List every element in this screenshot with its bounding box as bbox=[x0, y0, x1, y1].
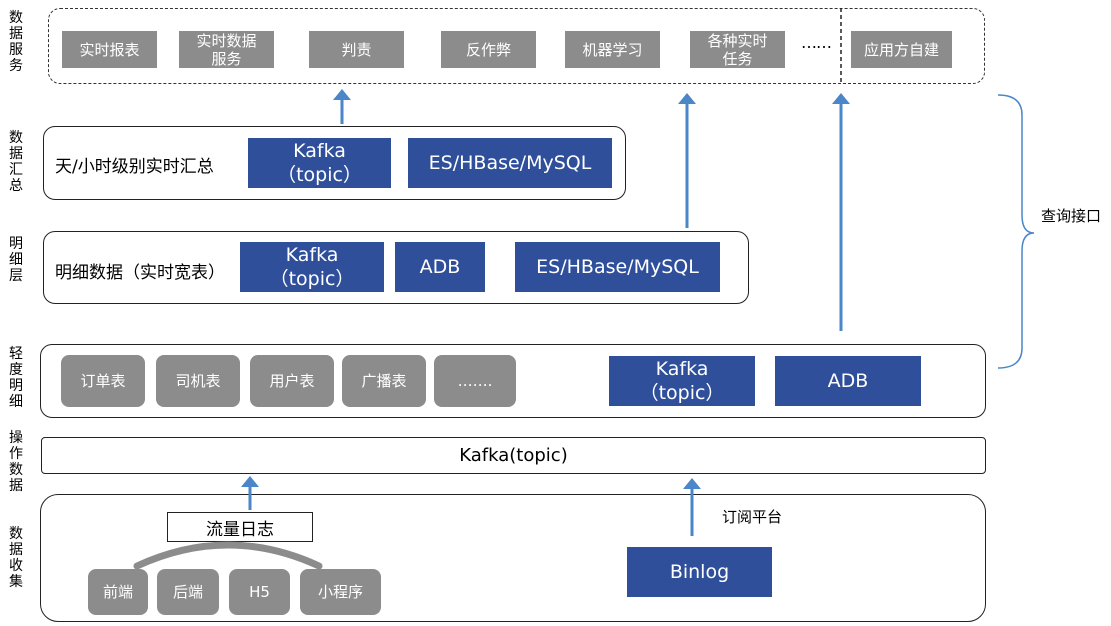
operation-layer-kafka: Kafka(topic) bbox=[41, 437, 986, 474]
summary-kafka-box: Kafka （topic） bbox=[248, 138, 391, 188]
table-drivers: 司机表 bbox=[156, 355, 240, 407]
label-light-detail: 轻 度 明 细 bbox=[9, 346, 23, 410]
detail-adb-box: ADB bbox=[395, 242, 485, 292]
table-more: ……. bbox=[434, 355, 516, 407]
service-machine-learning: 机器学习 bbox=[565, 31, 660, 68]
light-adb-box: ADB bbox=[775, 356, 921, 406]
arrow-summary-to-service bbox=[333, 89, 351, 124]
detail-kafka-box: Kafka （topic） bbox=[240, 242, 384, 292]
arrow-binlog-to-kafka bbox=[683, 478, 701, 536]
source-frontend: 前端 bbox=[88, 569, 148, 615]
service-liability: 判责 bbox=[309, 31, 404, 68]
service-realtime-tasks: 各种实时 任务 bbox=[690, 31, 785, 68]
light-kafka-box: Kafka （topic） bbox=[609, 356, 755, 406]
service-realtime-data: 实时数据 服务 bbox=[179, 31, 274, 68]
label-data-summary: 数据 汇总 bbox=[9, 130, 23, 194]
source-mini-program: 小程序 bbox=[300, 569, 381, 615]
table-users: 用户表 bbox=[250, 355, 334, 407]
arrow-light-to-service bbox=[832, 93, 850, 331]
label-detail-layer: 明 细 层 bbox=[9, 236, 23, 284]
label-operation-data: 操 作 数 据 bbox=[9, 430, 23, 494]
sources-merge-arc bbox=[133, 541, 323, 570]
source-h5: H5 bbox=[229, 569, 290, 615]
summary-label: 天/小时级别实时汇总 bbox=[55, 157, 214, 177]
arrow-flowlog-to-kafka bbox=[241, 476, 259, 510]
service-realtime-report: 实时报表 bbox=[62, 31, 157, 68]
label-data-service: 数据 服务 bbox=[9, 10, 23, 74]
arrow-detail-to-service bbox=[678, 93, 696, 228]
query-interface-brace bbox=[997, 94, 1035, 369]
label-data-collection: 数 据 收 集 bbox=[9, 526, 23, 590]
service-ellipsis: …… bbox=[801, 33, 832, 52]
flow-log-box: 流量日志 bbox=[167, 512, 313, 542]
binlog-box: Binlog bbox=[627, 547, 772, 597]
service-self-built: 应用方自建 bbox=[851, 31, 952, 68]
table-broadcast: 广播表 bbox=[342, 355, 426, 407]
service-anti-cheat: 反作弊 bbox=[441, 31, 536, 68]
query-interface-label: 查询接口 bbox=[1041, 207, 1102, 225]
subscribe-platform-label: 订阅平台 bbox=[722, 508, 783, 526]
table-orders: 订单表 bbox=[61, 355, 145, 407]
detail-store-box: ES/HBase/MySQL bbox=[515, 242, 720, 292]
source-backend: 后端 bbox=[157, 569, 219, 615]
summary-store-box: ES/HBase/MySQL bbox=[408, 138, 612, 188]
detail-label: 明细数据（实时宽表） bbox=[55, 263, 225, 283]
